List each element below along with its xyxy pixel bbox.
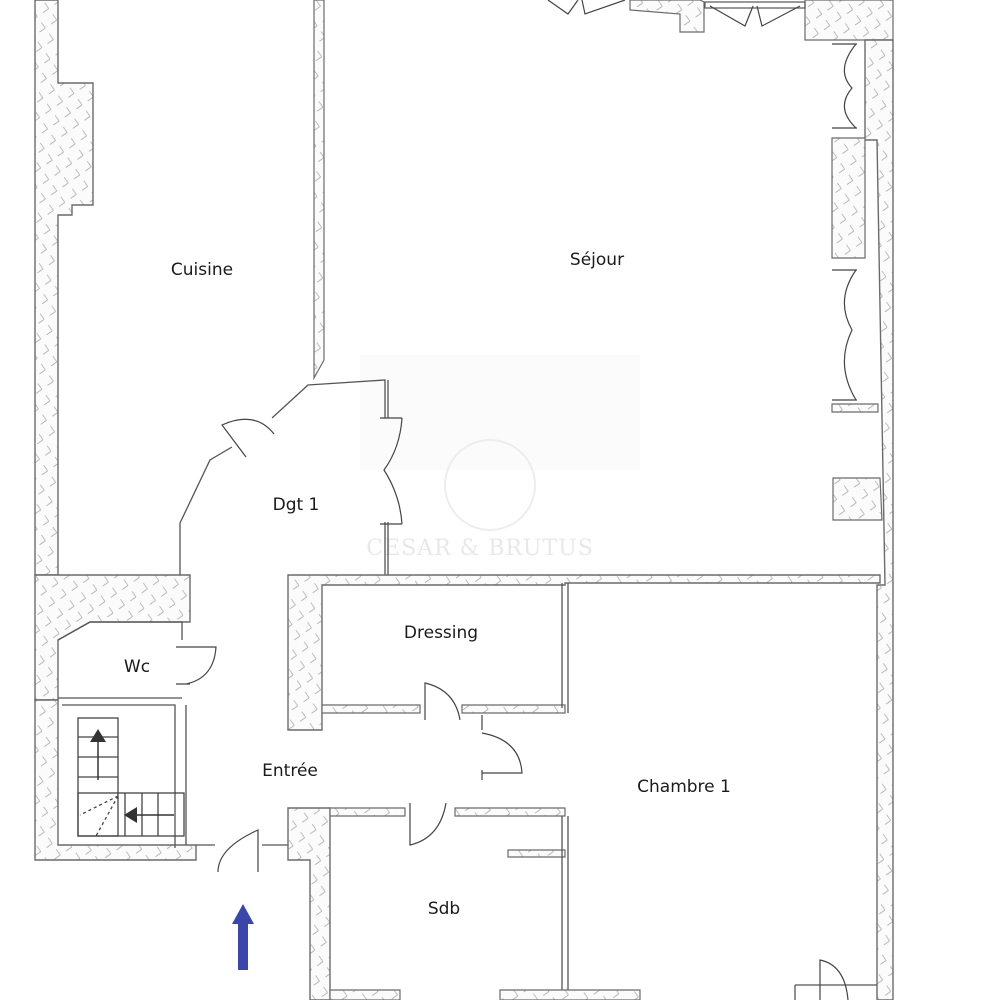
room-label-dressing: Dressing xyxy=(404,623,478,643)
sdb-walls xyxy=(287,802,641,1000)
entrance-arrow-icon xyxy=(232,904,254,970)
stair-left-arrow-icon xyxy=(124,807,137,823)
cuisine-sejour-wall xyxy=(313,0,325,381)
room-label-entree: Entrée xyxy=(262,761,318,781)
watermark-text: CESAR & BRUTUS xyxy=(366,536,594,561)
stair-up-arrow-icon xyxy=(90,729,106,742)
watermark: CESAR & BRUTUS xyxy=(360,355,640,561)
room-label-wc: Wc xyxy=(124,657,150,677)
room-label-cuisine: Cuisine xyxy=(171,260,233,280)
chambre-bottom-door xyxy=(794,959,877,1000)
top-wall xyxy=(547,0,894,41)
staircase xyxy=(77,717,185,837)
dgt1-walls xyxy=(179,379,403,575)
wc-top-wall xyxy=(34,574,191,701)
left-outer-wall xyxy=(34,0,94,576)
room-label-dgt1: Dgt 1 xyxy=(273,495,320,515)
room-label-chambre1: Chambre 1 xyxy=(637,777,731,797)
room-label-sdb: Sdb xyxy=(428,899,460,919)
dressing-walls xyxy=(287,574,881,780)
room-label-sejour: Séjour xyxy=(570,250,624,270)
entrance-door xyxy=(196,829,290,873)
right-outer-wall xyxy=(831,39,894,1000)
